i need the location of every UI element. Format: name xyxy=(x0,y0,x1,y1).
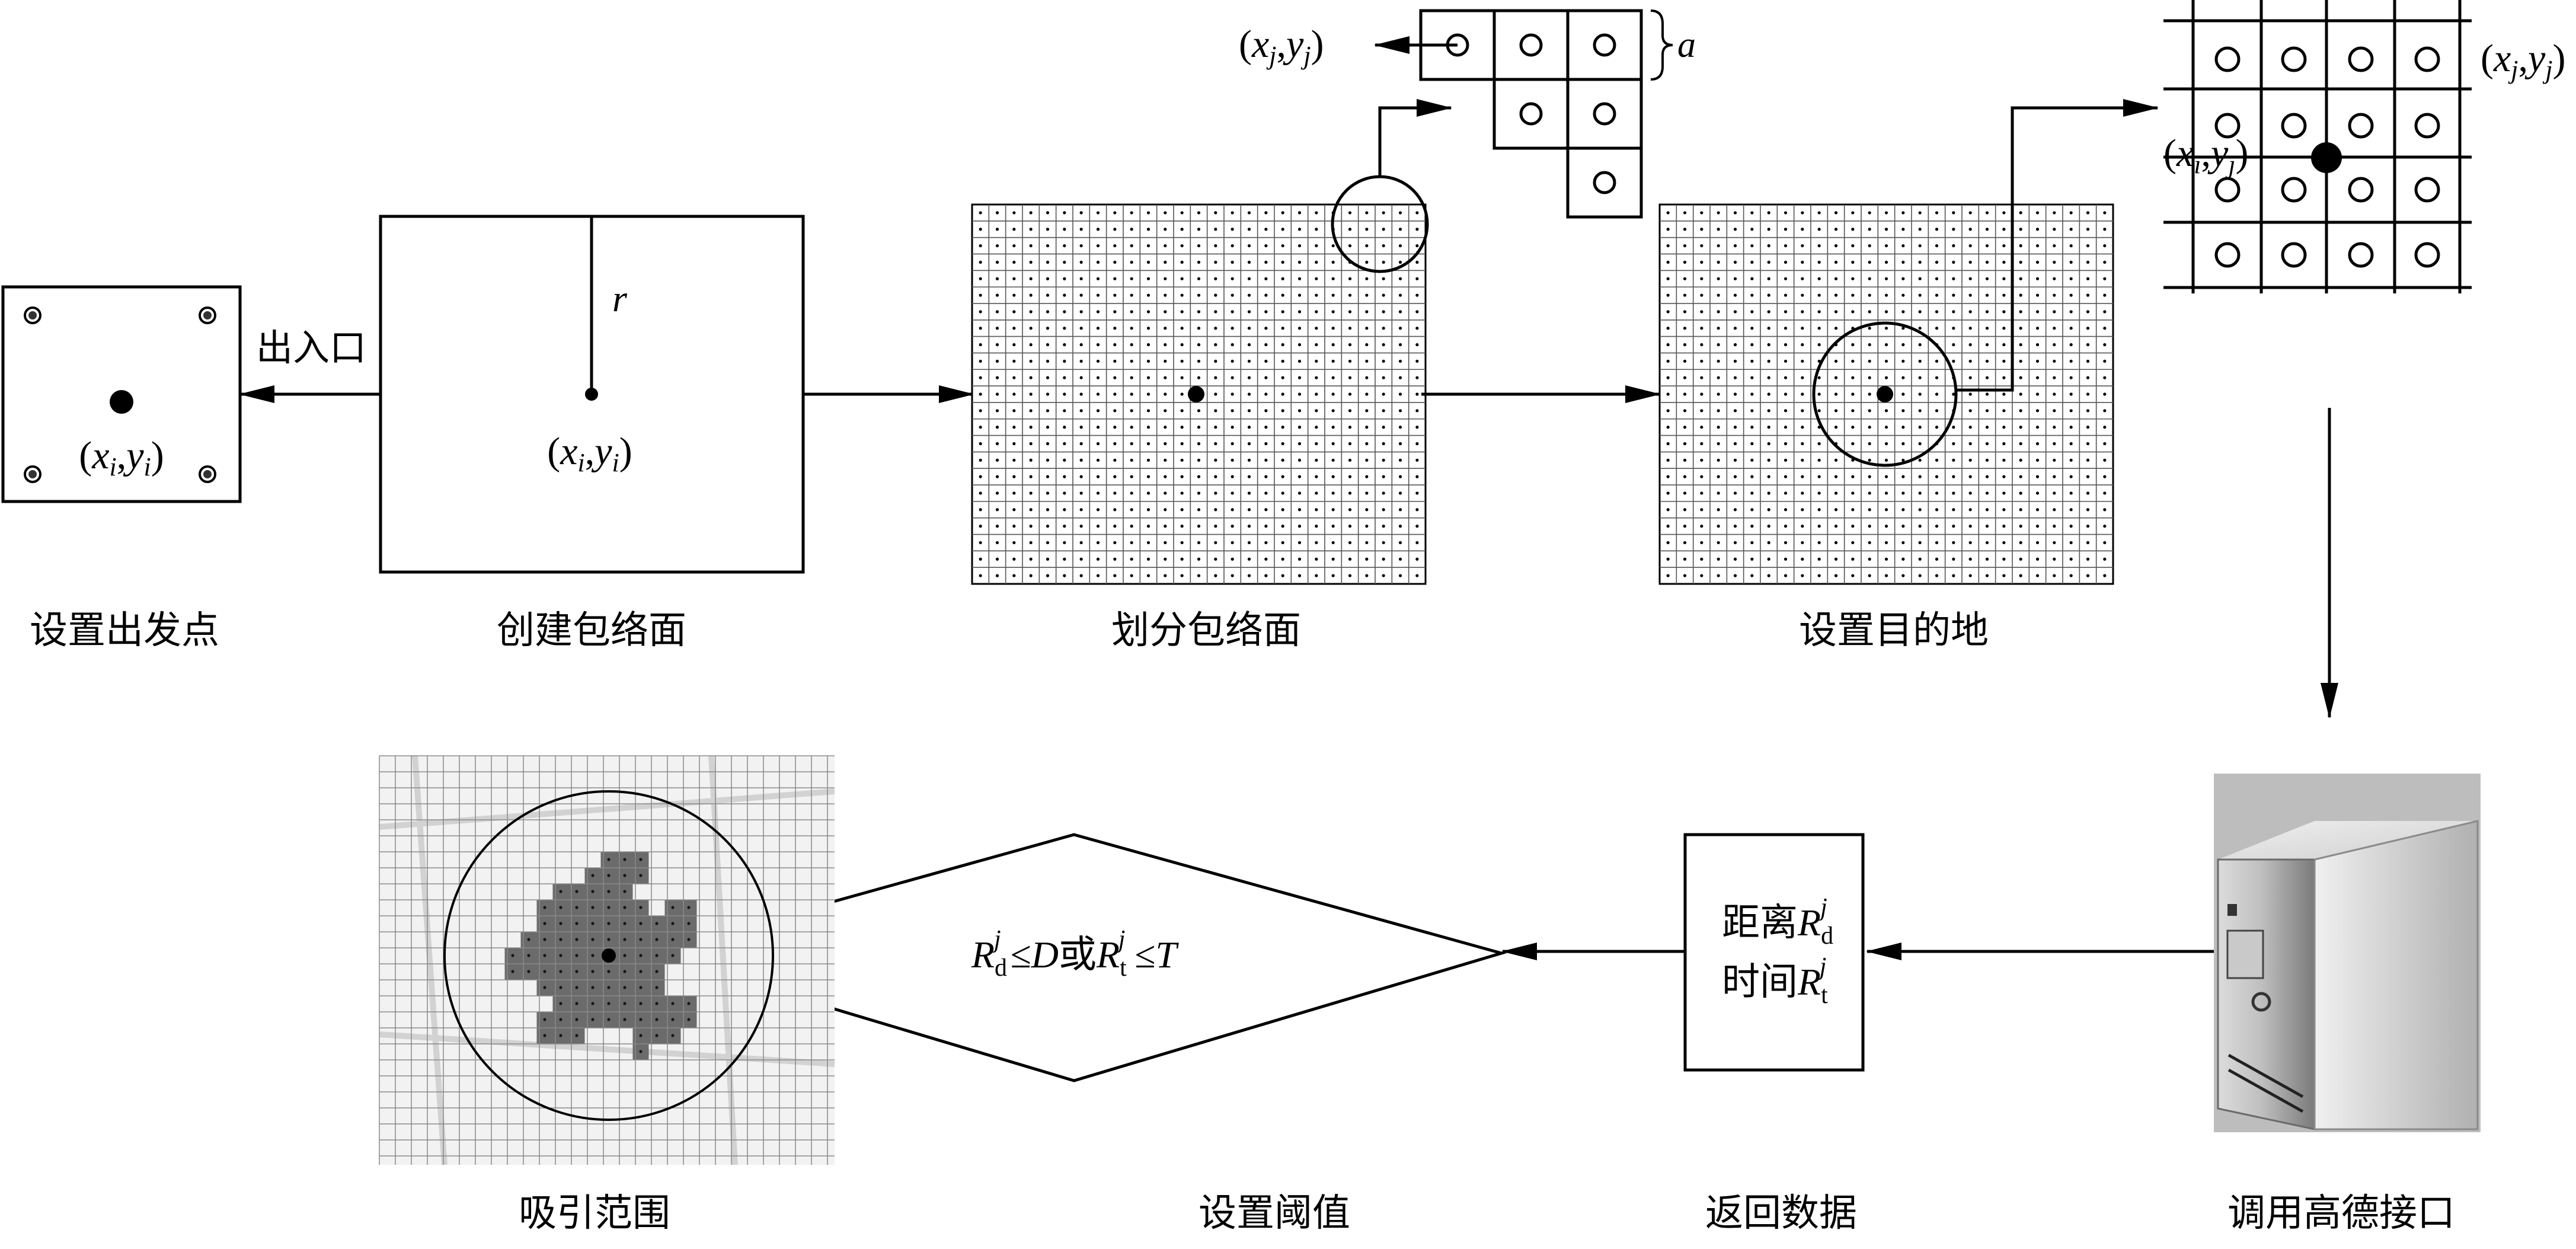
destination-node xyxy=(1658,99,2159,585)
zoom-coordinate-j-label: (xj,yj) xyxy=(2481,37,2566,84)
step-label-set-origin: 设置出发点 xyxy=(30,609,219,653)
envelope-coordinate-label: (xi,yi) xyxy=(547,430,632,477)
cell-coordinate-label: (xj,yj) xyxy=(1239,23,1324,70)
origin-node: (xi,yi) xyxy=(1,285,242,503)
map-center-point xyxy=(602,948,616,963)
zoom-connector xyxy=(1378,99,1452,177)
grid-size-label: a xyxy=(1677,25,1696,65)
envelope-node: r (xi,yi) xyxy=(379,215,805,574)
return-data-node: 距离Rdj 时间Rtj xyxy=(1683,833,1865,1072)
entrance-dot xyxy=(199,306,216,324)
zoomed-destination-grid: (xj,yj) (xi,yj) xyxy=(2163,0,2566,293)
server-icon xyxy=(2214,774,2481,1132)
distance-text: 距离 xyxy=(1722,901,1798,945)
grid-center-point xyxy=(1188,386,1204,403)
step-label-divide-envelope: 划分包络面 xyxy=(1111,609,1301,653)
grid-node xyxy=(971,99,1452,585)
attraction-circle xyxy=(443,790,774,1121)
entrance-dot xyxy=(199,465,216,483)
threshold-node: Rdj ≤D或Rtj ≤T xyxy=(642,833,1507,1082)
distance-line: 距离Rdj xyxy=(1722,894,1833,950)
zoomed-grid-cells: a (xj,yj) xyxy=(1239,9,1696,219)
grid-size-brace xyxy=(1650,9,1673,81)
map-thumbnail-icon xyxy=(379,755,835,1165)
threshold-condition: Rdj ≤D或Rtj ≤T xyxy=(971,926,1180,982)
destination-center-point xyxy=(1877,386,1893,403)
step-label-call-api: 调用高德接口 xyxy=(2227,1191,2455,1235)
search-circle xyxy=(1812,321,1958,467)
destination-connector xyxy=(1956,99,2159,392)
zoom-center-point xyxy=(2311,142,2342,173)
zoom-coordinate-i-label: (xi,yj) xyxy=(2163,132,2249,179)
origin-coordinate-label: (xi,yi) xyxy=(79,434,164,481)
entrance-dot xyxy=(24,306,41,324)
time-line: 时间Rtj xyxy=(1722,953,1828,1009)
envelope-center-point xyxy=(585,388,598,401)
step-label-return-data: 返回数据 xyxy=(1705,1191,1857,1235)
time-text: 时间 xyxy=(1722,960,1798,1004)
entrance-dot xyxy=(24,465,41,483)
origin-point xyxy=(110,390,133,414)
step-label-create-envelope: 创建包络面 xyxy=(497,609,686,653)
step-label-attraction-range: 吸引范围 xyxy=(519,1191,670,1235)
entrance-exit-label: 出入口 xyxy=(256,326,366,369)
radius-label: r xyxy=(612,277,628,320)
step-label-set-threshold: 设置阈值 xyxy=(1198,1191,1350,1235)
step-label-set-destination: 设置目的地 xyxy=(1799,609,1989,653)
